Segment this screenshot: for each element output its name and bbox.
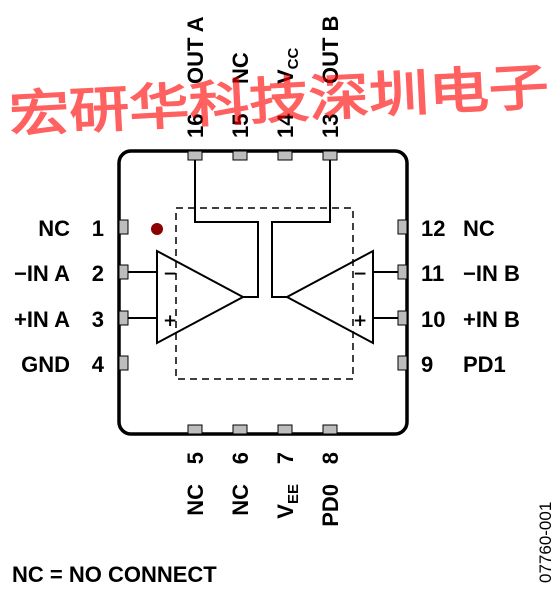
pin-16-pad (187, 150, 203, 161)
pin-10-num: 10 (421, 307, 445, 332)
pin-5-pad (187, 424, 203, 435)
amp-a-triangle (156, 249, 246, 345)
pin1-marker-dot (151, 223, 163, 235)
pin-8-name: PD0 (318, 484, 343, 527)
pin-5-name: NC (183, 484, 208, 516)
pin-11-num: 11 (421, 261, 444, 286)
pin-1-num: 1 (92, 216, 104, 241)
pin-16-num: 16 (183, 114, 208, 138)
pin-14-num: 14 (273, 113, 298, 138)
exposed-paddle (175, 207, 354, 380)
pin-2-name: −IN A (14, 261, 70, 286)
amp-a-minus-sign: − (163, 264, 177, 284)
pin-1-pad (118, 219, 129, 235)
pin-11-pad (397, 264, 408, 280)
pin-9-pad (397, 355, 408, 371)
amp-a-output-wire (194, 160, 259, 298)
amp-b-output-wire (271, 160, 331, 298)
pin-5-num: 5 (183, 452, 208, 464)
pin-10-name: +IN B (463, 307, 520, 332)
pin-15-num: 15 (228, 114, 253, 138)
pin-16-name: OUT A (183, 16, 208, 84)
pin-3-pad (118, 310, 129, 326)
figure-number: 07760-001 (536, 502, 555, 583)
amp-b-triangle (284, 249, 374, 345)
pin-14-subscript: CC (285, 47, 302, 69)
pin-9-name: PD1 (463, 352, 506, 377)
pin-3-name: +IN A (14, 307, 70, 332)
pin-4-pad (118, 355, 129, 371)
pin-4-num: 4 (92, 352, 105, 377)
pin-13-num: 13 (318, 114, 343, 138)
pin-2-num: 2 (92, 261, 104, 286)
pin-13-pad (322, 150, 338, 161)
pin-7-pad (277, 424, 293, 435)
pin-11-name: −IN B (463, 261, 520, 286)
pin-14-name: VCC (273, 47, 302, 84)
pin-13-name: OUT B (318, 16, 343, 84)
pin-7-num: 7 (273, 452, 298, 464)
pin-14-pad (277, 150, 293, 161)
pin-6-name: NC (228, 484, 253, 516)
pin-15-pad (232, 150, 248, 161)
amp-a-plus-sign: + (163, 311, 177, 331)
pin-7-subscript: EE (285, 484, 302, 504)
pin-9-num: 9 (421, 352, 433, 377)
pin-7-name: VEE (273, 484, 302, 519)
amp-b-plus-sign: + (353, 311, 367, 331)
pin-12-pad (397, 219, 408, 235)
pin-12-name: NC (463, 216, 495, 241)
nc-legend: NC = NO CONNECT (12, 562, 217, 587)
amp-b-minus-sign: − (353, 264, 367, 284)
pin-6-num: 6 (228, 452, 253, 464)
pin-2-pad (118, 264, 129, 280)
package-outline (117, 149, 409, 436)
pin-8-num: 8 (318, 452, 343, 464)
pin-4-name: GND (21, 352, 70, 377)
pin-15-name: NC (228, 52, 253, 84)
pin-12-num: 12 (421, 216, 445, 241)
pin-1-name: NC (38, 216, 70, 241)
pin-6-pad (232, 424, 248, 435)
pin-3-num: 3 (92, 307, 104, 332)
pin-8-pad (322, 424, 338, 435)
pin-10-pad (397, 310, 408, 326)
